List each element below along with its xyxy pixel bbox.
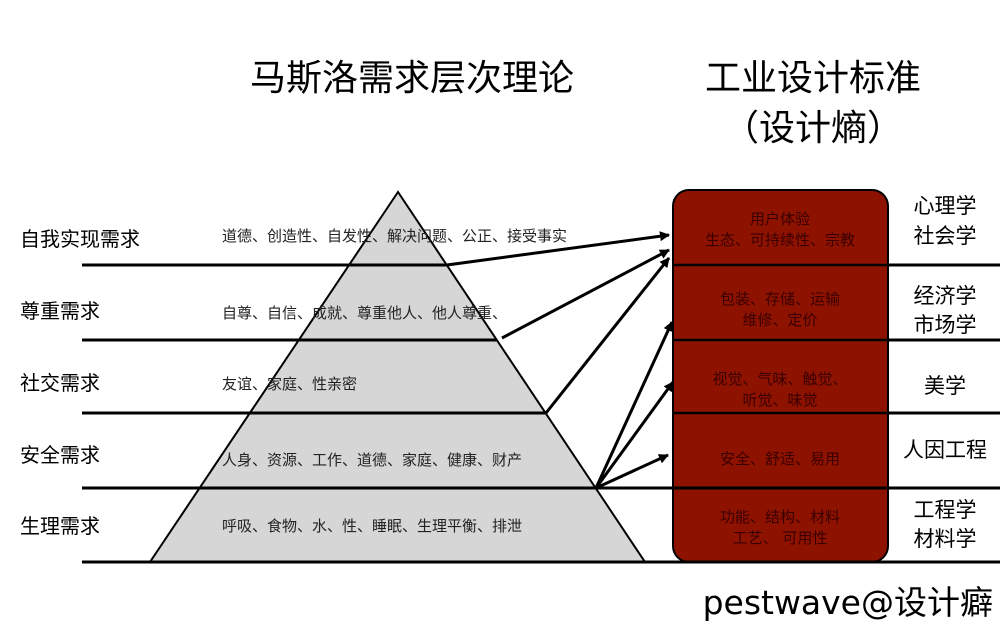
standard-text: 工艺、 可用性: [733, 529, 828, 547]
standard-text: 听觉、味觉: [742, 391, 817, 409]
discipline: 心理学: [914, 194, 977, 218]
right-title: 工业设计标准: [705, 58, 921, 99]
standard-text: 功能、结构、材料: [720, 508, 840, 526]
level-desc: 道德、创造性、自发性、解决问题、公正、接受事实: [222, 227, 567, 245]
discipline: 工程学: [914, 498, 977, 522]
level-name: 社交需求: [20, 371, 100, 395]
level-desc: 呼吸、食物、水、性、睡眠、生理平衡、排泄: [222, 517, 522, 535]
discipline: 材料学: [914, 527, 977, 551]
discipline: 市场学: [914, 313, 977, 337]
mapping-arrows: [446, 231, 675, 490]
level-name: 安全需求: [20, 443, 100, 467]
left-title: 马斯洛需求层次理论: [250, 58, 574, 99]
level-desc: 人身、资源、工作、道德、家庭、健康、财产: [222, 451, 522, 469]
discipline: 美学: [924, 374, 966, 398]
discipline: 社会学: [914, 224, 977, 248]
standard-text: 视觉、气味、触觉、: [712, 370, 847, 388]
level-lines: [82, 263, 1000, 564]
standard-text: 生态、可持续性、宗教: [705, 231, 855, 249]
signature: pestwave@设计癖: [703, 583, 993, 622]
level-desc: 友谊、家庭、性亲密: [222, 375, 357, 393]
right-subtitle: （设计熵）: [723, 108, 903, 149]
level-name: 尊重需求: [20, 299, 100, 323]
discipline: 经济学: [914, 284, 977, 308]
level-desc: 自尊、自信、成就、尊重他人、他人尊重、: [222, 304, 507, 322]
standard-text: 安全、舒适、易用: [720, 450, 840, 468]
standard-text: 用户体验: [750, 210, 810, 228]
standard-text: 包装、存储、运输: [720, 290, 840, 308]
standard-text: 维修、定价: [742, 311, 817, 329]
level-name: 自我实现需求: [20, 227, 140, 251]
level-name: 生理需求: [20, 514, 100, 538]
discipline: 人因工程: [903, 438, 987, 462]
